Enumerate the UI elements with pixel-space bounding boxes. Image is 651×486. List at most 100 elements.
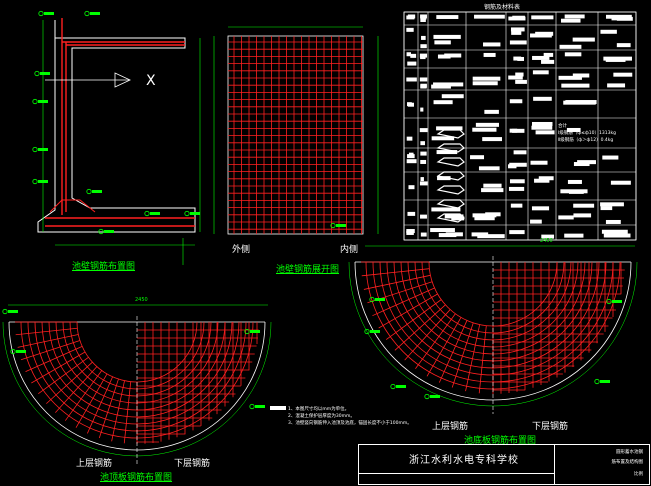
haunch-rebar xyxy=(49,199,96,213)
note-line-2: 2、混凝土保护层厚度为30mm。 xyxy=(288,414,355,419)
table-cell-text-block xyxy=(573,162,590,167)
bottom-plan-view xyxy=(348,245,638,414)
plan-radial-bar xyxy=(372,287,435,317)
plan-radial-bar xyxy=(361,268,430,277)
rebar-mark-bar xyxy=(600,380,610,383)
rebar-mark-circle xyxy=(184,210,190,217)
table-cell-text-block xyxy=(508,75,523,80)
rebar-mark-bar xyxy=(336,224,346,227)
table-cell-text-block xyxy=(419,77,428,82)
title-block-line-3: 比例 xyxy=(634,472,643,477)
bottom-plan-title: 池底板钢筋布置图 xyxy=(464,436,537,446)
elevation-outline xyxy=(227,35,364,235)
table-cell-text-block xyxy=(573,203,595,208)
table-cell-text-block xyxy=(616,43,631,48)
rebar-mark-bar xyxy=(38,148,48,151)
table-cell-text-block xyxy=(420,177,424,182)
plan-radial-bar xyxy=(478,325,487,394)
plan-radial-bar xyxy=(20,340,81,361)
table-cell-text-block xyxy=(420,44,427,49)
rebar-mark-circle xyxy=(606,298,612,305)
rebar-mark-bar xyxy=(90,12,100,15)
plan-radial-bar xyxy=(17,334,79,348)
title-block-line-1: 圆形蓄水池钢 xyxy=(616,450,643,455)
rebar-mark-circle xyxy=(249,403,255,410)
table-cell-text-block xyxy=(558,75,582,80)
table-cell-text-block xyxy=(613,72,633,77)
plan-radial-bar xyxy=(426,317,462,377)
table-title: 钢筋及材料表 xyxy=(484,4,521,11)
plan-radial-bar xyxy=(404,309,451,361)
wall-elevation-title: 池壁钢筋展开图 xyxy=(276,265,340,275)
table-cell-text-block xyxy=(532,70,549,75)
table-cell-text-block xyxy=(483,52,496,57)
table-cell-text-block xyxy=(532,55,550,60)
plan-radial-bar xyxy=(25,346,83,372)
rebar-mark-bar xyxy=(430,395,440,398)
table-cell-text-block xyxy=(541,59,555,64)
table-cell-text-block xyxy=(431,136,455,141)
elevation-inner-label: 内侧 xyxy=(340,245,359,255)
rebar-mark-circle xyxy=(84,10,90,17)
rebar-mark-bar xyxy=(40,72,50,75)
table-cell-text-block xyxy=(509,162,527,167)
table-cell-text-block xyxy=(472,76,501,81)
table-cell-text-block xyxy=(509,128,518,133)
table-cell-text-block xyxy=(441,94,464,99)
table-cells xyxy=(406,14,633,239)
title-block: 浙江水利水电专科学校 圆形蓄水池钢 筋布置及结构图 比例 xyxy=(358,444,650,485)
rebar-mark-circle xyxy=(32,178,38,185)
table-cell-text-block xyxy=(509,230,525,235)
table-cell-text-block xyxy=(517,56,525,61)
drawing-notes: 1、本图尺寸均以mm为单位。 2、混凝土保护层厚度为30mm。 3、池壁竖向钢筋… xyxy=(276,406,412,427)
rebar-mark-bar xyxy=(255,405,265,408)
table-cell-text-block xyxy=(406,136,413,141)
table-cell-text-block xyxy=(433,82,464,87)
table-cell-text-block xyxy=(436,15,459,19)
table-cell-text-block xyxy=(560,18,581,23)
roof-plan-title: 池顶板钢筋布置图 xyxy=(100,473,173,483)
notes-marker xyxy=(270,406,286,410)
rebar-mark-circle xyxy=(594,378,600,385)
title-block-hline xyxy=(359,473,554,474)
wall-section-title: 池壁钢筋布置图 xyxy=(72,262,136,272)
table-cell-text-block xyxy=(603,56,632,61)
table-cell-text-block xyxy=(508,186,525,191)
table-cell-text-block xyxy=(535,130,555,135)
table-cell-text-block xyxy=(538,176,554,181)
table-cell-text-block xyxy=(472,213,497,218)
table-cell-text-block xyxy=(530,33,552,38)
plan-radial-bar xyxy=(123,381,132,444)
plan-radial-bar xyxy=(15,327,78,336)
table-shape-sketch xyxy=(436,199,465,209)
wall-section-outline xyxy=(37,20,196,233)
table-cell-text-block xyxy=(607,83,626,88)
rebar-mark-bar xyxy=(92,190,102,193)
table-cell-text-block xyxy=(472,127,497,132)
table-cell-text-block xyxy=(531,121,553,126)
rebar-mark-bar xyxy=(44,12,54,15)
table-cell-text-block xyxy=(515,72,524,77)
table-cell-text-block xyxy=(603,233,626,238)
table-cell-text-block xyxy=(541,234,555,239)
table-cell-text-block xyxy=(444,53,462,58)
table-cell-text-block xyxy=(431,207,461,212)
table-cell-text-block xyxy=(406,230,414,235)
rebar-mark-circle xyxy=(390,383,396,390)
table-cell-text-block xyxy=(420,83,427,88)
roof-rebar-semicircle xyxy=(2,316,272,464)
table-cell-text-block xyxy=(406,52,411,57)
table-cell-text-block xyxy=(600,202,624,207)
axis-marker-x: X xyxy=(146,73,156,89)
title-block-line-2: 筋布置及结构图 xyxy=(611,460,644,465)
table-cell-text-block xyxy=(430,228,455,233)
table-cell-text-block xyxy=(564,52,582,57)
table-shape-sketch xyxy=(436,129,465,139)
table-cell-text-block xyxy=(474,14,505,19)
plan-radial-bar xyxy=(111,380,125,442)
plan-radial-bar xyxy=(363,274,431,290)
rebar-mark-circle xyxy=(2,308,8,315)
bottom-rebar-semicircle xyxy=(348,256,638,414)
table-cell-text-block xyxy=(406,27,414,32)
table-cell-text-block xyxy=(543,52,554,57)
